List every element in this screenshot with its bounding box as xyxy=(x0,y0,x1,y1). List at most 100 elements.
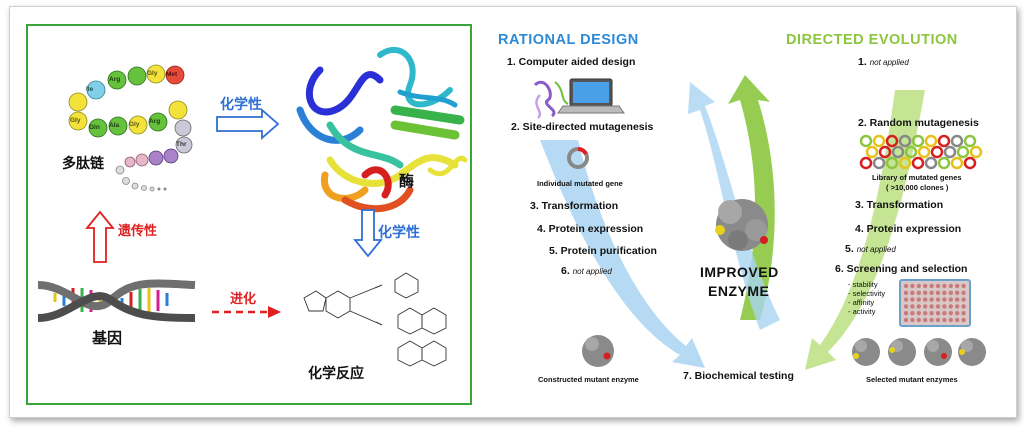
gene-ring xyxy=(924,134,938,148)
left-panel-arrows xyxy=(85,108,383,318)
directed-step-5: 5. not applied xyxy=(845,243,896,255)
amino-acid-label: Gly xyxy=(147,70,158,77)
criteria-item: - affinity xyxy=(848,298,875,307)
plate-well xyxy=(923,297,928,302)
amino-acid-label: Arg xyxy=(149,118,161,125)
plate-well xyxy=(961,283,966,289)
gene-ring xyxy=(969,145,983,159)
selected-enzymes-image xyxy=(852,338,986,366)
plate-well xyxy=(929,317,934,323)
directed-step-6: 6. Screening and selection xyxy=(835,263,968,275)
microplate-image xyxy=(899,279,971,327)
plate-well xyxy=(955,317,960,323)
computer-design-image xyxy=(533,78,625,119)
amino-acid-label: Gln xyxy=(89,124,100,131)
gene-ring xyxy=(885,156,899,170)
gene-ring xyxy=(950,156,964,170)
plate-well xyxy=(935,283,941,289)
gene-ring xyxy=(891,145,905,159)
plate-well xyxy=(916,283,921,289)
plate-well xyxy=(955,283,960,289)
plate-well xyxy=(955,290,960,295)
plate-well xyxy=(935,311,941,316)
rational-step-3: 3. Transformation xyxy=(530,200,619,212)
gene-ring xyxy=(917,145,931,159)
plate-well xyxy=(916,311,921,316)
plate-well xyxy=(942,304,947,309)
plate-well xyxy=(929,290,934,295)
plate-well xyxy=(948,304,953,309)
plate-well xyxy=(961,317,966,323)
plate-well xyxy=(910,304,915,309)
plate-well xyxy=(910,297,915,302)
plate-well xyxy=(916,290,921,295)
amino-acid-label: Ile xyxy=(86,86,94,93)
gene-ring xyxy=(937,134,951,148)
plate-well xyxy=(935,317,941,323)
rational-step-6: 6. not applied xyxy=(561,265,612,277)
rational-step-4: 4. Protein expression xyxy=(537,223,644,235)
plate-well xyxy=(916,317,921,323)
chemistry-arrow-label: 化学性 xyxy=(220,97,262,113)
evolution-arrow-label: 进化 xyxy=(230,292,257,307)
plate-well xyxy=(961,311,966,316)
plate-well xyxy=(903,290,909,295)
plate-well xyxy=(916,304,921,309)
plate-well xyxy=(923,304,928,309)
plate-well xyxy=(910,283,915,289)
gene-ring xyxy=(956,145,970,159)
reaction-scheme xyxy=(303,272,447,367)
plate-well xyxy=(948,283,953,289)
gene-ring xyxy=(898,134,912,148)
dna-helix xyxy=(37,279,196,322)
directed-evolution-title: DIRECTED EVOLUTION xyxy=(786,32,958,48)
plate-well xyxy=(929,311,934,316)
biochemical-testing-step: 7. Biochemical testing xyxy=(683,370,794,382)
plate-well xyxy=(942,311,947,316)
criteria-item: - selectivity xyxy=(848,289,886,298)
gene-ring xyxy=(950,134,964,148)
rational-step-2: 2. Site-directed mutagenesis xyxy=(511,121,654,133)
improved-enzyme-line2: ENZYME xyxy=(708,283,770,299)
mutated-gene-caption: Individual mutated gene xyxy=(537,179,623,188)
gene-ring xyxy=(911,156,925,170)
rational-step-1: 1. Computer aided design xyxy=(507,56,636,68)
improved-enzyme-image xyxy=(715,199,768,251)
gene-ring xyxy=(924,156,938,170)
plate-well xyxy=(961,304,966,309)
plate-well xyxy=(903,283,909,289)
gene-ring xyxy=(963,156,977,170)
plate-well xyxy=(910,317,915,323)
criteria-item: - stability xyxy=(848,280,878,289)
plate-well xyxy=(942,290,947,295)
plate-well xyxy=(903,311,909,316)
gene-ring xyxy=(911,134,925,148)
heredity-arrow-label: 遗传性 xyxy=(118,224,158,239)
constructed-enzyme-image xyxy=(582,335,614,367)
rational-step-5: 5. Protein purification xyxy=(549,245,657,257)
gene-ring xyxy=(859,134,873,148)
plate-well xyxy=(923,283,928,289)
plate-well xyxy=(961,290,966,295)
plate-well xyxy=(903,297,909,302)
amino-acid-label: Arg xyxy=(109,76,121,83)
amino-acid-label: Ala xyxy=(109,122,120,129)
amino-acid-label: Gly xyxy=(129,121,140,128)
reaction-label: 化学反应 xyxy=(308,366,364,382)
plate-well xyxy=(929,283,934,289)
gene-ring xyxy=(865,145,879,159)
gene-ring xyxy=(859,156,873,170)
plate-well xyxy=(948,297,953,302)
gene-ring xyxy=(937,156,951,170)
plate-well xyxy=(935,297,941,302)
gene-ring xyxy=(898,156,912,170)
plate-well xyxy=(935,290,941,295)
polypeptide-chain xyxy=(68,64,193,192)
gene-label: 基因 xyxy=(92,329,123,347)
amino-acid-label: Thr xyxy=(176,141,187,148)
constructed-enzyme-caption: Constructed mutant enzyme xyxy=(538,375,639,384)
amino-acid-label: Gly xyxy=(70,117,81,124)
library-caption-line1: Library of mutated genes xyxy=(872,173,962,182)
plate-well xyxy=(955,297,960,302)
